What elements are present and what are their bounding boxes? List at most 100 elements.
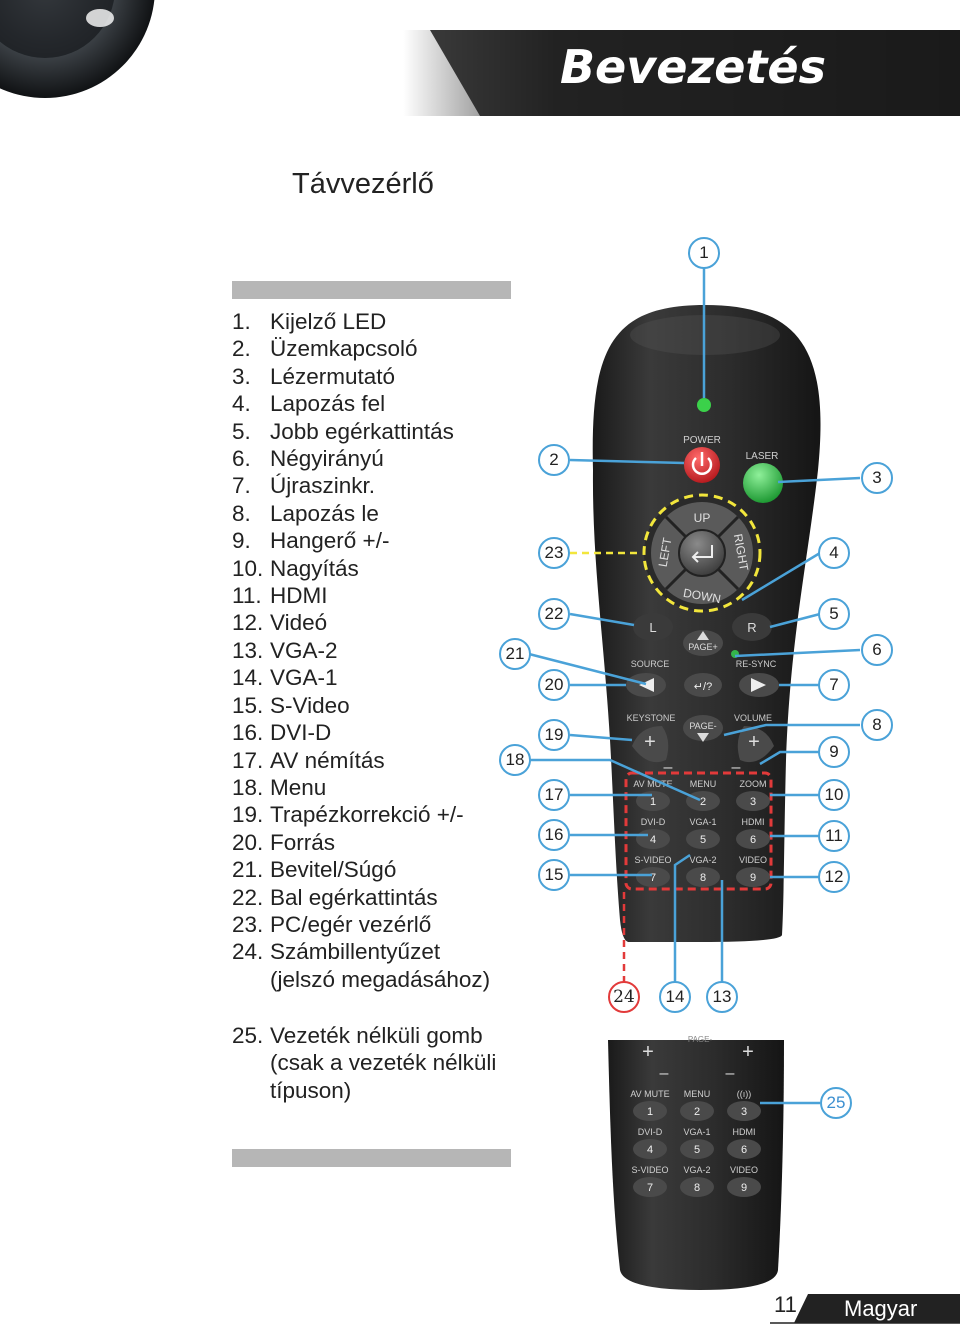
callout-21: 21 xyxy=(499,638,531,670)
page-title: Bevezetés xyxy=(560,40,826,94)
callout-17: 17 xyxy=(538,779,570,811)
legend-item: 21.Bevitel/Súgó xyxy=(232,857,397,883)
wireless-key-button-6[interactable] xyxy=(727,1139,761,1159)
laser-label: LASER xyxy=(746,451,779,462)
keystone-button[interactable] xyxy=(632,726,669,763)
svg-text:↵/?: ↵/? xyxy=(694,681,712,693)
wireless-key-button-1[interactable] xyxy=(633,1101,667,1121)
key-button-3[interactable] xyxy=(736,791,770,811)
callout-15: 15 xyxy=(538,859,570,891)
legend-item: 15.S-Video xyxy=(232,692,350,718)
right-click-button[interactable] xyxy=(732,613,772,641)
wireless-key-key-label: MENU xyxy=(684,1089,711,1099)
legend-item: 11.HDMI xyxy=(232,583,328,609)
wireless-key-key-label: VIDEO xyxy=(730,1165,758,1175)
callout-10: 10 xyxy=(818,779,850,811)
legend-item: 2.Üzemkapcsoló xyxy=(232,336,418,362)
svg-text:–: – xyxy=(726,1065,735,1082)
enter-help-button[interactable] xyxy=(684,673,722,697)
resync-label: RE-SYNC xyxy=(736,659,777,669)
callout-2: 2 xyxy=(538,444,570,476)
key-key-label: HDMI xyxy=(742,817,765,827)
key-button-9[interactable] xyxy=(736,867,770,887)
callout-4: 4 xyxy=(818,537,850,569)
left-click-button[interactable] xyxy=(633,613,673,641)
svg-text:PAGE+: PAGE+ xyxy=(688,642,718,652)
key-button-5[interactable] xyxy=(686,829,720,849)
callout-13: 13 xyxy=(706,981,738,1013)
wireless-key-key-label: DVI-D xyxy=(638,1127,663,1137)
keystone-label: KEYSTONE xyxy=(627,713,676,723)
key-key-label: ZOOM xyxy=(740,779,767,789)
wireless-key-key-number: 3 xyxy=(741,1106,747,1118)
wireless-key-button-4[interactable] xyxy=(633,1139,667,1159)
wireless-key-button-9[interactable] xyxy=(727,1177,761,1197)
key-button-8[interactable] xyxy=(686,867,720,887)
callout-11: 11 xyxy=(818,820,850,852)
key-key-label: MENU xyxy=(690,779,717,789)
legend-item: 3.Lézermutató xyxy=(232,363,396,389)
led-indicator xyxy=(697,398,711,412)
wireless-key-key-label: HDMI xyxy=(733,1127,756,1137)
footer-tab xyxy=(770,1294,960,1324)
wireless-key-key-label: AV MUTE xyxy=(630,1089,669,1099)
laser-button[interactable] xyxy=(743,463,783,503)
arrow-left-icon xyxy=(639,678,654,692)
dpad[interactable] xyxy=(642,493,762,613)
divider-top xyxy=(232,281,511,299)
key-button-2[interactable] xyxy=(686,791,720,811)
legend-item: 6.Négyirányú xyxy=(232,446,384,472)
page-up-button[interactable] xyxy=(683,630,723,656)
legend-item: 24.Számbillentyűzet(jelszó megadásához) xyxy=(232,939,491,992)
callout-20: 20 xyxy=(538,669,570,701)
wireless-key-key-number: 2 xyxy=(694,1106,700,1118)
page-down-button[interactable] xyxy=(683,715,723,741)
wireless-key-button-3[interactable] xyxy=(727,1101,761,1121)
wireless-key-button-2[interactable] xyxy=(680,1101,714,1121)
callout-6: 6 xyxy=(861,634,893,666)
callout-23: 23 xyxy=(538,537,570,569)
wireless-keypad: AV MUTE1MENU2((ı))3DVI-D4VGA-15HDMI6S-VI… xyxy=(630,1089,761,1197)
callout-16: 16 xyxy=(538,819,570,851)
wireless-key-key-number: 5 xyxy=(694,1144,700,1156)
svg-text:R: R xyxy=(747,620,756,635)
legend-item: 16.DVI-D xyxy=(232,720,332,746)
volume-button[interactable] xyxy=(737,726,774,763)
key-key-label: AV MUTE xyxy=(633,779,672,789)
key-button-7[interactable] xyxy=(636,867,670,887)
svg-text:+: + xyxy=(642,1041,654,1063)
svg-text:L: L xyxy=(649,620,656,635)
key-button-6[interactable] xyxy=(736,829,770,849)
key-key-number: 1 xyxy=(650,796,656,808)
wireless-key-key-number: 9 xyxy=(741,1182,747,1194)
wireless-key-key-number: 1 xyxy=(647,1106,653,1118)
wireless-key-button-7[interactable] xyxy=(633,1177,667,1197)
wireless-key-key-number: 7 xyxy=(647,1182,653,1194)
wireless-key-button-5[interactable] xyxy=(680,1139,714,1159)
section-title: Távvezérlő xyxy=(292,168,434,200)
callout-8: 8 xyxy=(861,709,893,741)
key-key-label: S-VIDEO xyxy=(634,855,671,865)
callout-1: 1 xyxy=(688,237,720,269)
enter-icon xyxy=(691,545,713,563)
key-key-label: VGA-1 xyxy=(689,817,716,827)
wireless-key-button-8[interactable] xyxy=(680,1177,714,1197)
legend-item: 1.Kijelző LED xyxy=(232,309,387,334)
callout-12: 12 xyxy=(818,861,850,893)
power-label: POWER xyxy=(683,435,721,446)
arrow-right-icon xyxy=(751,678,766,692)
key-key-label: VIDEO xyxy=(739,855,767,865)
power-icon xyxy=(691,452,713,475)
dpad-right-label: RIGHT xyxy=(731,533,751,573)
key-key-number: 6 xyxy=(750,834,756,846)
key-key-number: 8 xyxy=(700,872,706,884)
enter-button[interactable] xyxy=(678,529,726,577)
divider-bottom xyxy=(232,1149,511,1167)
callout-lines xyxy=(528,266,861,1105)
key-key-number: 4 xyxy=(650,834,656,846)
key-key-number: 2 xyxy=(700,796,706,808)
key-key-number: 3 xyxy=(750,796,756,808)
key-key-label: VGA-2 xyxy=(689,855,716,865)
callout-24: 24 xyxy=(608,981,640,1013)
